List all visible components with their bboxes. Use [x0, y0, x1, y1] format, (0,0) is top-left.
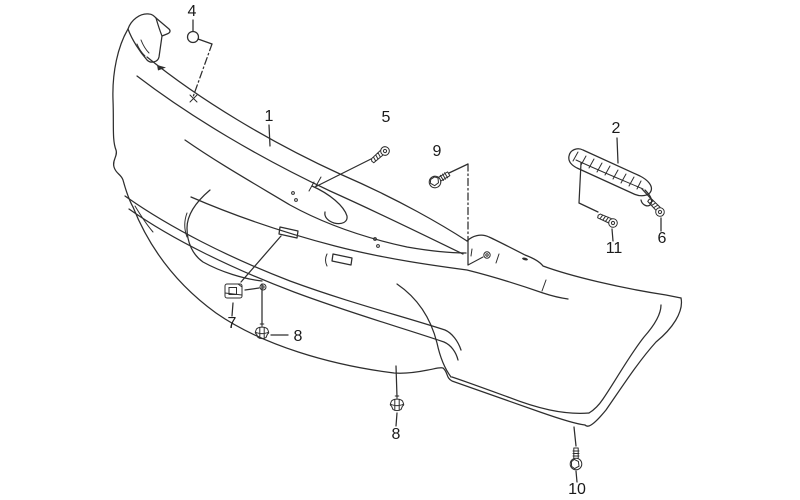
- leader-2: [616, 137, 619, 164]
- leader-7: [231, 235, 282, 317]
- mid-crease: [184, 139, 467, 254]
- callout-7: 7: [224, 235, 282, 332]
- left-edge: [112, 28, 134, 208]
- callout-5: 5: [314, 109, 392, 188]
- bracket-2-icon: [568, 148, 653, 207]
- leader-10: [573, 426, 578, 483]
- part-label-11: 11: [606, 240, 623, 257]
- part-label-6: 6: [658, 230, 667, 247]
- callout-8a: 8: [254, 283, 303, 345]
- bumper-body-outline: [112, 13, 683, 427]
- part-label-1: 1: [265, 108, 274, 125]
- right-inner-edge: [588, 304, 662, 414]
- fin-outline: [127, 13, 171, 63]
- callout-6: 6: [646, 195, 667, 247]
- part-label-8a: 8: [294, 328, 303, 345]
- callout-8b: 8: [389, 365, 405, 443]
- callout-9: 9: [426, 143, 469, 242]
- part-label-10: 10: [568, 481, 586, 498]
- leader-8a: [261, 283, 289, 336]
- part-label-9: 9: [433, 143, 442, 160]
- part-label-7: 7: [228, 315, 237, 332]
- skirt-crease-1: [124, 195, 462, 351]
- leader-1: [268, 124, 271, 147]
- lamp-recess: [311, 185, 348, 225]
- upper-crease: [136, 75, 464, 255]
- callout-10: 10: [568, 426, 586, 498]
- leader-11: [611, 228, 614, 242]
- leader-8b: [395, 365, 398, 427]
- attach-x-mark: [189, 94, 198, 103]
- top-edge: [146, 56, 468, 242]
- leader-5: [314, 158, 372, 188]
- skirt-crease-2: [128, 208, 459, 361]
- part-label-5: 5: [382, 109, 391, 126]
- callout-4: 4: [186, 3, 213, 98]
- slot-a: [278, 226, 299, 239]
- part-label-4: 4: [188, 3, 197, 20]
- screw-hole-7: [259, 283, 267, 291]
- leader-9: [448, 163, 469, 174]
- part-label-8b: 8: [392, 426, 401, 443]
- right-top-edge: [466, 234, 682, 299]
- slot-b: [331, 253, 353, 266]
- grommet-4-icon: [186, 30, 200, 44]
- bottom-edge: [132, 206, 586, 426]
- callout-1: 1: [265, 108, 274, 147]
- part-label-2: 2: [612, 120, 621, 137]
- lower-crease: [190, 196, 569, 300]
- callout-2: 2: [568, 120, 654, 213]
- callout-11: 11: [596, 209, 623, 257]
- license-recess: [186, 189, 263, 282]
- screw-hole-9: [483, 251, 491, 259]
- right-outer-edge: [584, 297, 683, 427]
